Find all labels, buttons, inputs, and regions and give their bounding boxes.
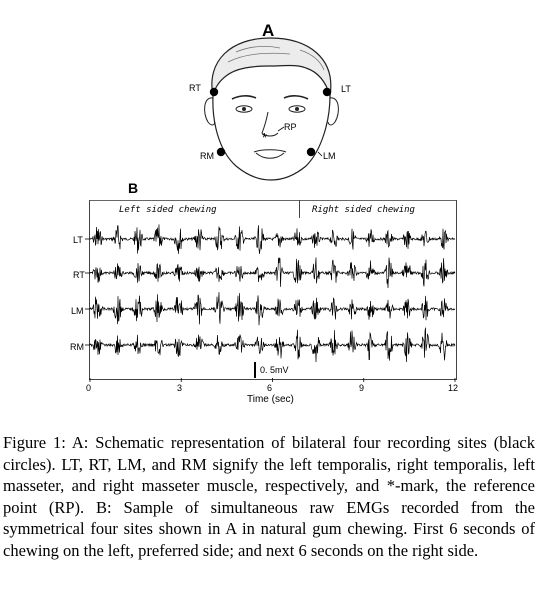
label-lm-site: LM [323,151,336,161]
x-tick-3: 3 [177,383,183,393]
rm-site-dot [216,147,226,157]
left-phase-label: Left sided chewing [119,205,217,215]
right-phase-label: Right sided chewing [312,205,415,215]
emg-trace-rt [89,257,456,289]
x-tick-9: 9 [359,383,365,393]
label-rp-site: RP [284,122,297,132]
x-tick-12: 12 [448,383,459,393]
panel-b-letter: B [128,180,139,196]
channel-label-rt: RT [73,270,85,280]
label-rm-site: RM [200,151,214,161]
face-schematic: * [204,37,339,181]
channel-label-rm: RM [70,342,84,352]
emg-traces [85,224,456,382]
label-lt-site: LT [341,84,351,94]
scale-bar [254,362,256,378]
phase-divider [299,200,300,218]
channel-label-lt: LT [73,235,83,245]
emg-trace-lm [89,292,455,326]
rt-site-dot [322,87,332,97]
emg-frame [89,200,457,380]
emg-trace-rm [89,327,456,363]
x-tick-0: 0 [86,383,92,393]
lt-site-dot [209,87,219,97]
x-tick-6: 6 [267,383,273,393]
emg-left-edge [89,200,90,379]
channel-label-lm: LM [71,306,84,316]
emg-right-edge [456,200,457,379]
figure: A * RT LT RP RM LM [70,21,459,405]
x-axis-label: Time (sec) [247,394,294,405]
scale-bar-label: 0. 5mV [260,365,289,375]
label-rt-site: RT [189,83,201,93]
panel-a-letter: A [262,21,275,40]
emg-trace-lt [89,224,456,255]
rp-star-marker: * [262,130,267,145]
figure-caption: Figure 1: A: Schematic representation of… [3,433,535,560]
lm-site-dot [306,147,316,157]
